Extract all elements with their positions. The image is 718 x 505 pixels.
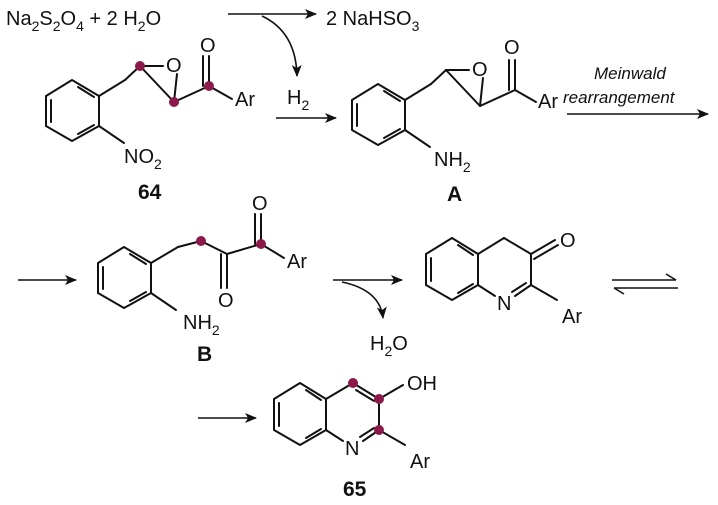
meinwald-label-1: Meinwald: [594, 64, 666, 83]
amine-group: NH2: [434, 149, 471, 175]
compound-label-64: 64: [138, 181, 162, 204]
ring-nitrogen: N: [345, 438, 359, 460]
byproduct-label: 2 NaHSO3: [326, 8, 420, 34]
compound-label-65: 65: [343, 478, 367, 501]
carbonyl-oxygen: O: [218, 290, 234, 312]
equilibrium-arrows: [612, 273, 678, 295]
intermediate-a: O O Ar NH2: [351, 37, 558, 175]
quinolinone-keto: O N Ar: [425, 230, 582, 328]
hydroxyl-group: OH: [407, 373, 437, 395]
compound-65: OH N Ar: [273, 373, 437, 473]
aryl-label: Ar: [562, 306, 582, 328]
amine-group: NH2: [183, 312, 220, 338]
intermediate-b: O O Ar NH2: [97, 193, 307, 338]
aryl-label: Ar: [410, 451, 430, 473]
label-dot: [169, 97, 179, 107]
carbonyl-oxygen: O: [200, 35, 216, 57]
label-dot: [374, 394, 384, 404]
label-dot: [348, 378, 358, 388]
epoxide-oxygen: O: [472, 59, 488, 81]
label-dot: [256, 239, 266, 249]
curved-arrow-water: [341, 281, 387, 319]
reagent-equation: Na2S2O4 + 2 H2O: [6, 8, 161, 34]
curved-arrow-h2: [261, 15, 302, 77]
epoxide-oxygen: O: [166, 55, 182, 77]
ring-nitrogen: N: [497, 293, 511, 315]
label-dot: [135, 61, 145, 71]
carbonyl-oxygen: O: [504, 37, 520, 59]
aryl-label: Ar: [538, 91, 558, 113]
h2-reagent: H2: [287, 87, 309, 113]
carbonyl-oxygen: O: [560, 230, 576, 252]
meinwald-label-2: rearrangement: [563, 88, 676, 107]
label-dot: [204, 81, 214, 91]
label-dot: [374, 425, 384, 435]
compound-label-b: B: [197, 343, 212, 366]
aryl-label: Ar: [235, 89, 255, 111]
carbonyl-oxygen: O: [252, 193, 268, 215]
compound-64: O O Ar NO2: [45, 35, 255, 172]
aryl-label: Ar: [287, 251, 307, 273]
label-dot: [196, 236, 206, 246]
compound-label-a: A: [447, 183, 462, 206]
water-byproduct: H2O: [370, 333, 408, 359]
nitro-group: NO2: [124, 146, 162, 172]
